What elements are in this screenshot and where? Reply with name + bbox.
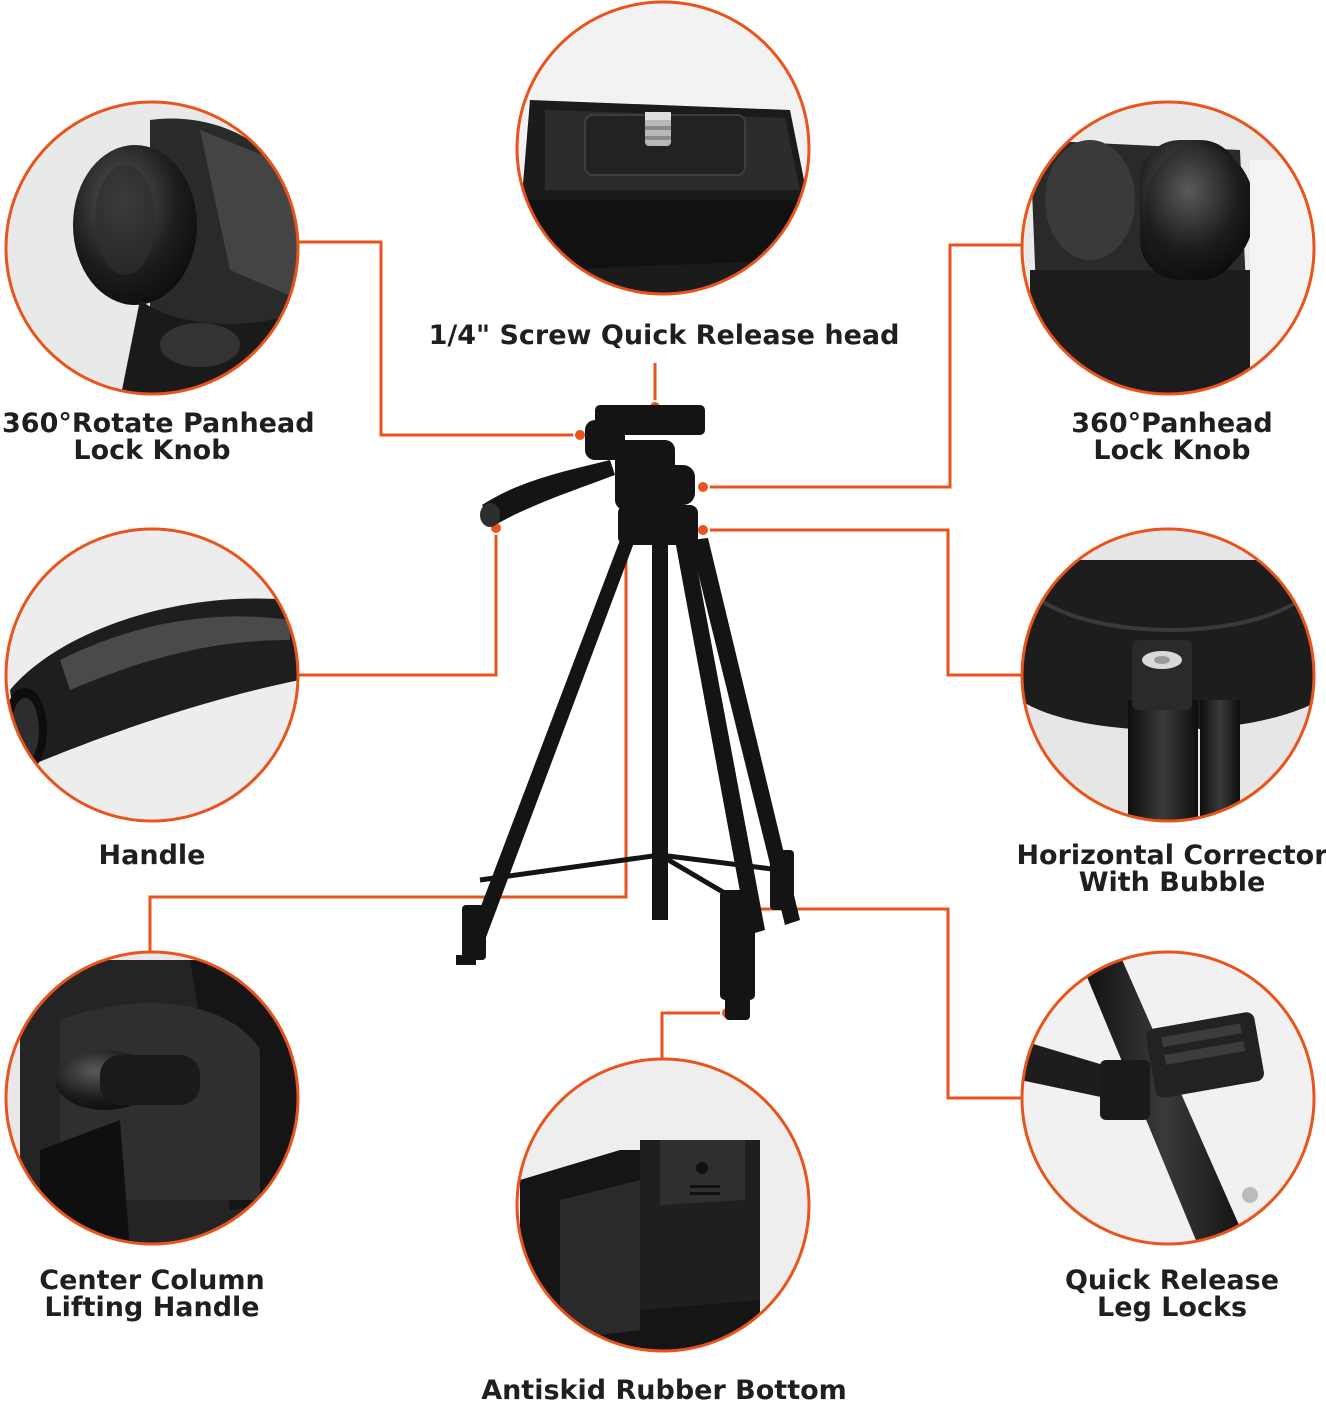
- detail-panhead-lock-knob: [1020, 100, 1316, 396]
- tripod-illustration: [456, 405, 800, 1020]
- detail-quick-release-plate: [515, 0, 811, 296]
- detail-horizontal-corrector: [1020, 527, 1316, 823]
- tripod-pan-handle: [482, 460, 615, 525]
- label-rotate-panhead-knob: 360°Rotate Panhead Lock Knob: [2, 408, 315, 466]
- detail-rotate-panhead-knob: [4, 100, 300, 396]
- label-panhead-knob: 360°Panhead Lock Knob: [1071, 408, 1273, 466]
- leader-rotate-panhead: [297, 240, 580, 437]
- label-horizontal-corrector: Horizontal Corrector With Bubble: [1016, 840, 1326, 898]
- detail-leg-locks: [1020, 950, 1316, 1246]
- label-center-column-handle: Center Column Lifting Handle: [39, 1265, 265, 1323]
- label-quick-release-head: 1/4" Screw Quick Release head: [428, 320, 900, 351]
- leader-leg-locks: [740, 907, 1024, 1100]
- label-rubber-bottom: Antiskid Rubber Bottom: [481, 1375, 847, 1406]
- detail-handle: [4, 527, 300, 823]
- label-leg-locks: Quick Release Leg Locks: [1064, 1265, 1280, 1323]
- leader-lines: [148, 240, 1024, 1100]
- detail-rubber-bottom: [515, 1057, 811, 1353]
- leader-rubber: [660, 1011, 725, 1062]
- detail-center-column-handle: [4, 950, 300, 1246]
- label-handle: Handle: [98, 840, 206, 871]
- leader-handle: [296, 528, 498, 677]
- leader-center-column: [148, 538, 628, 952]
- leader-corrector: [703, 528, 1024, 677]
- leader-panhead: [703, 243, 1024, 489]
